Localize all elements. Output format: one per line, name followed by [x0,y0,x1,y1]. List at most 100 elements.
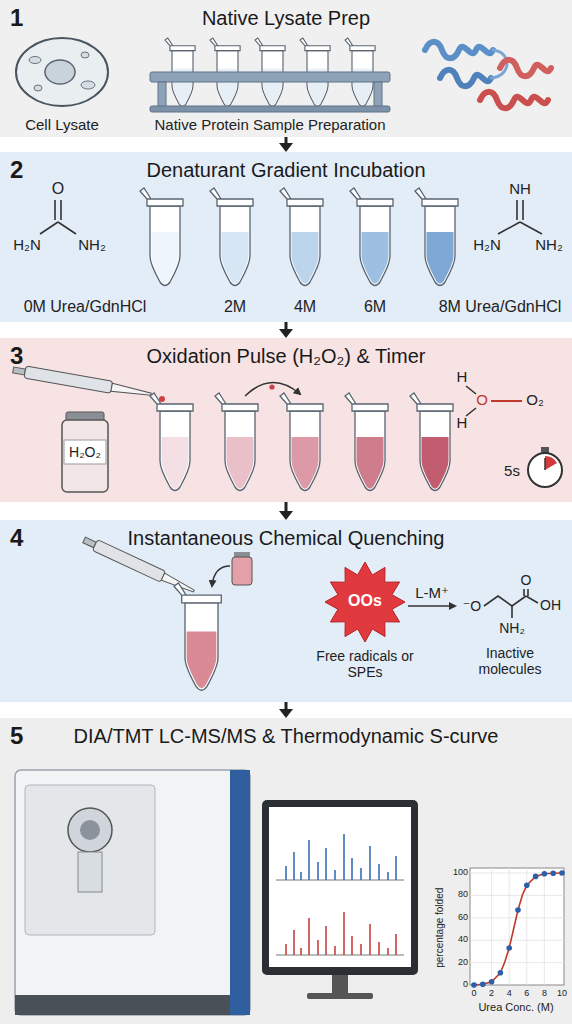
atom-label: H₂N [13,236,41,253]
gradient-tubes-part [280,188,323,286]
concentration-label: 6M [364,298,386,316]
step-number: 2 [10,156,23,184]
stopwatch-part [528,453,562,487]
cell-illustration-part [81,81,95,89]
step-number: 5 [10,722,23,750]
monitor [262,800,418,999]
gradient-tubes-part-part [415,188,458,206]
concentration-label: 8M Urea/GdnHCl [439,298,562,316]
quench-reaction-part [408,605,455,607]
band-backgrounds-part [0,718,572,1024]
monitor-part [286,834,396,880]
step-band: 3 Oxidation Pulse (H₂O₂) & Timer [0,338,572,502]
tube-rack-part-part [210,38,240,51]
s-curve-chart-part [470,868,564,985]
s-curve-chart-part-part [498,970,504,976]
step-title: Native Lysate Prep [38,7,534,30]
s-curve-chart-part [471,870,565,988]
step-title: Oxidation Pulse (H₂O₂) & Timer [38,345,534,368]
atom-label: NH₂ [499,620,525,636]
oxidation-tubes-part [245,382,300,396]
step-number: 3 [10,342,23,370]
pipette-oxidation-part [12,364,152,400]
oxidation-tubes-part [150,393,193,491]
monitor-part [276,955,404,956]
band-backgrounds-part [0,0,572,137]
oxidation-tubes-part-part [227,437,254,489]
h2o2-vial [62,412,108,492]
mass-spectrometer-part [68,808,112,852]
arrow-head [279,329,293,338]
gradient-tubes-part-part [220,206,250,286]
s-curve-chart-part-part [489,979,495,985]
pipette-quench-part-part [185,603,218,690]
oxidation-tubes-part-part [280,393,323,411]
cell-illustration-part [81,52,89,58]
tick-label: 80 [458,889,468,899]
tube-rack-part-part [300,38,330,51]
tube-rack-part [150,106,390,112]
monitor-part [307,993,373,999]
gradient-tubes-part-part [210,188,253,206]
guanidine-structure [498,200,542,234]
s-curve-chart-part-part [559,870,565,876]
tick-label: 40 [458,934,468,944]
guanidine-structure-part [516,200,518,220]
peroxide-structure-part [466,386,476,394]
oxidation-tubes-part [345,393,388,491]
quench-reaction-part [527,589,529,596]
vial-label: H₂O₂ [69,444,101,460]
oxidation-tubes-part-part [345,393,388,411]
h2o2-vial-part [64,440,106,464]
tick-label: 0 [471,988,476,998]
monitor-part [269,807,411,967]
gradient-tubes-part-part [140,188,183,206]
mass-spectrometer-part [78,852,102,892]
oxidation-tubes-part-part [162,437,189,489]
flow-arrow [279,702,293,718]
gradient-tubes [140,188,458,286]
monitor-part [262,800,418,975]
sample-label: Cell Lysate [25,116,99,133]
tick-label: 0 [463,979,468,989]
gradient-tubes-part-part [280,188,323,206]
oxidation-tubes [150,382,453,490]
s-curve-chart-part [474,873,562,985]
oxidation-tubes-part [269,384,274,389]
concentration-label: 0M Urea/GdnHCl [24,298,147,316]
flow-arrow [279,137,293,152]
monitor-part [286,912,396,955]
gradient-tubes-part [415,188,458,286]
mass-spectrometer [15,770,250,1015]
radical-starburst-part [325,562,405,642]
urea-structure-part [58,222,76,234]
step-title: Instantaneous Chemical Quenching [38,527,534,550]
gradient-tubes-part-part [152,232,179,284]
cell-illustration-part [29,57,41,64]
urea-structure-part [40,222,58,234]
flow-arrow [279,502,293,520]
step-band: 5DIA/TMT LC-MS/MS & Thermodynamic S-curv… [0,718,572,1024]
gradient-tubes-part-part [222,232,249,284]
urea-structure [40,200,76,234]
atom-label: O [521,572,532,588]
s-curve-chart-part-part [533,874,539,880]
radical-starburst [325,562,405,642]
mass-spectrometer-part [25,785,155,935]
urea-structure-part [60,200,62,220]
arrow-head [279,143,293,152]
gradient-tubes-part-part [427,232,454,284]
tick-label: 2 [489,988,494,998]
tube-rack-part [158,82,166,108]
gradient-tubes-part [350,188,393,286]
monitor-part [332,975,348,993]
s-curve-chart-part-part [506,945,512,951]
tube-rack [150,38,390,112]
pipette-oxidation-part-part [24,366,113,393]
gradient-tubes-part-part [425,206,455,286]
atom-label: OH [540,597,561,613]
peroxide-structure-part [466,408,476,416]
tube-rack-part-part [165,38,195,51]
pipette-quench [82,534,252,690]
